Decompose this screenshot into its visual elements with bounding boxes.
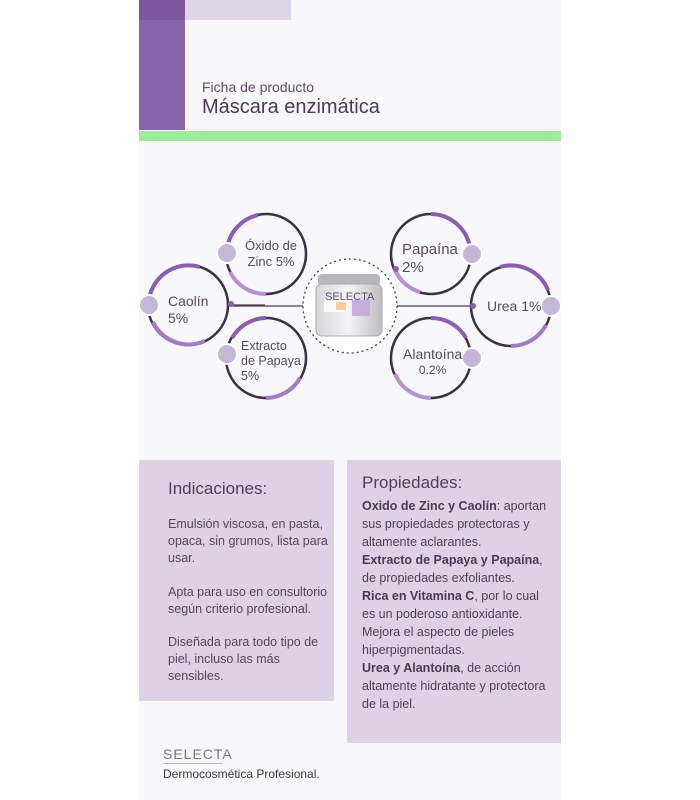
ingredient-papaya-label: Extracto de Papaya 5% bbox=[241, 339, 301, 384]
jar-icon bbox=[315, 274, 383, 337]
brand-logo: SELECTA bbox=[163, 746, 233, 762]
ingredient-papaina-line2: 2% bbox=[402, 259, 424, 276]
ingredient-caolin-label: Caolín 5% bbox=[168, 293, 208, 327]
ring-zinc bbox=[216, 212, 308, 297]
ring-urea bbox=[469, 263, 562, 348]
ring-papaina bbox=[389, 212, 483, 296]
page-title: Máscara enzimática bbox=[202, 96, 380, 118]
product-image: SELECTA bbox=[302, 258, 398, 354]
ingredient-papaya-line3: 5% bbox=[241, 369, 260, 383]
indicaciones-box bbox=[139, 460, 334, 701]
ingredient-papaina-label: Papaína 2% bbox=[402, 241, 458, 277]
prop-bold-1: Oxido de Zinc y Caolín bbox=[362, 499, 497, 513]
ingredient-urea-label: Urea 1% bbox=[487, 298, 541, 315]
propiedades-title: Propiedades: bbox=[362, 473, 463, 492]
propiedades-body: Oxido de Zinc y Caolín: aportan sus prop… bbox=[362, 497, 552, 713]
prop-text-1: : aportan sus propiedades protectoras y … bbox=[362, 499, 547, 549]
header-kicker: Ficha de producto bbox=[202, 79, 315, 95]
ingredient-zinc-line1: Óxido de bbox=[245, 238, 298, 253]
ring-caolin bbox=[138, 263, 230, 347]
ingredient-alantoina-line1: Alantoína bbox=[403, 346, 463, 362]
indicaciones-title: Indicaciones: bbox=[168, 479, 268, 498]
ingredient-caolin-line2: 5% bbox=[168, 309, 189, 326]
prop-bold-3: Rica en Vitamina C bbox=[362, 589, 475, 603]
ingredient-papaya-line2: de Papaya bbox=[241, 354, 301, 368]
ingredient-papaina-line1: Papaína bbox=[402, 241, 458, 258]
ingredient-caolin-line1: Caolín bbox=[168, 293, 209, 309]
ingredient-papaya-line1: Extracto bbox=[241, 339, 287, 353]
connector-dots bbox=[228, 266, 476, 309]
header-accent-bar bbox=[139, 0, 185, 130]
prop-bold-4: Urea y Alantoína bbox=[362, 661, 461, 675]
ingredient-zinc-label: Óxido de Zinc 5% bbox=[245, 238, 297, 269]
header-light-bar bbox=[185, 0, 291, 20]
jar-label: SELECTA bbox=[325, 291, 375, 303]
ring-papaya bbox=[216, 316, 308, 400]
prop-text-2: , de propiedades exfoliantes. bbox=[362, 553, 543, 585]
ingredient-zinc-line2: Zinc 5% bbox=[247, 253, 295, 269]
prop-bold-2: Extracto de Papaya y Papaína bbox=[362, 553, 540, 567]
prop-text-3: , por lo cual es un poderoso antioxidant… bbox=[362, 589, 539, 657]
indicaciones-paragraph-2: Apta para uso en consultorio según crite… bbox=[168, 585, 328, 616]
propiedades-box bbox=[347, 460, 561, 743]
header-divider bbox=[139, 131, 561, 141]
indicaciones-paragraph-1: Emulsión viscosa, en pasta, opaca, sin g… bbox=[168, 517, 328, 565]
header-accent-tab bbox=[139, 0, 185, 20]
brand-tagline: Dermocosmética Profesional. bbox=[163, 767, 320, 781]
ingredient-urea-line1: Urea 1% bbox=[487, 298, 542, 314]
ingredient-alantoina-line2: 0.2% bbox=[418, 362, 447, 377]
brand-underline bbox=[163, 763, 223, 764]
ring-alantoina bbox=[389, 315, 483, 400]
ingredient-alantoina-label: Alantoína 0.2% bbox=[403, 346, 462, 377]
indicaciones-paragraph-3: Diseñada para todo tipo de piel, incluso… bbox=[168, 635, 319, 683]
prop-text-4: , de acción altamente hidratante y prote… bbox=[362, 661, 546, 711]
